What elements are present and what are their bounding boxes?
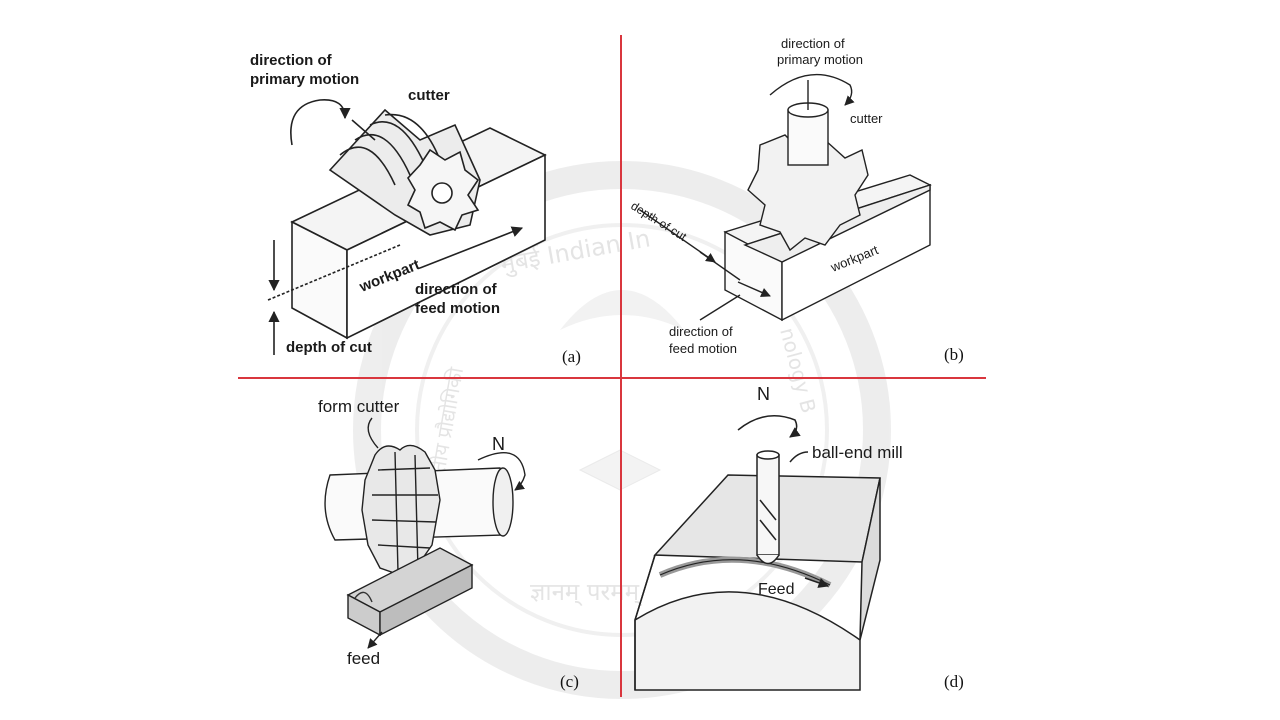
panel-a-feed-label: direction of: [415, 281, 498, 298]
panel-a-tag: (a): [562, 347, 581, 366]
panel-b-feed-arrow: [737, 281, 771, 297]
panel-a-cutter: [328, 108, 481, 236]
panel-b-tag: (b): [944, 345, 964, 364]
panel-b-feed-label: direction of: [669, 324, 733, 339]
panel-d-block-front: [634, 591, 861, 691]
panel-c-feed-arrow: [367, 631, 383, 649]
panel-d-groove: [658, 556, 832, 588]
panel-d-rotation-label: N: [757, 384, 770, 404]
panel-b-cutter-label: cutter: [850, 111, 883, 126]
panel-b-primary-motion-label: direction of: [781, 36, 845, 51]
panel-d-feed-arrow: [804, 577, 829, 588]
watermark-side-right: nology B: [775, 325, 821, 416]
panel-c-feed-label: feed: [347, 649, 380, 668]
panel-d-tag: (d): [944, 672, 964, 691]
panel-c-workpart-side: [379, 563, 473, 637]
panel-b-cutter: [747, 80, 869, 252]
panel-c-form-cutter-label: form cutter: [318, 397, 400, 416]
panel-d-tool: [756, 450, 780, 565]
panel-a-feed-arrow: [419, 226, 524, 269]
panel-b-face-milling: [639, 73, 932, 322]
panel-c-form-milling: [324, 417, 526, 649]
panel-b-primary-motion-label-2: primary motion: [777, 52, 863, 67]
panel-d-ball-end-milling: [634, 415, 881, 691]
panel-d-ball-end-mill-label: ball-end mill: [812, 443, 903, 462]
watermark-bottom-text: ज्ञानम् परमम्: [530, 578, 643, 607]
panel-b-primary-motion-arrow: [769, 73, 855, 106]
panel-a-primary-motion-label: direction of: [250, 52, 333, 69]
panel-a-primary-motion-arrow: [290, 99, 351, 146]
panel-d-rotation-arrow: [737, 415, 801, 438]
panel-a-cutter-label: cutter: [408, 87, 450, 104]
panel-b-feed-label-2: feed motion: [669, 341, 737, 356]
panel-d-feed-label: Feed: [758, 581, 794, 598]
panel-a-depth-label: depth of cut: [286, 339, 372, 356]
panel-c-tag: (c): [560, 672, 579, 691]
panel-a-slab-milling: [267, 99, 547, 355]
panel-a-primary-motion-label-2: primary motion: [250, 71, 359, 88]
panel-c-rotation-arrow: [477, 452, 526, 491]
panel-a-feed-label-2: feed motion: [415, 300, 500, 317]
panel-c-rotation-label: N: [492, 434, 505, 454]
